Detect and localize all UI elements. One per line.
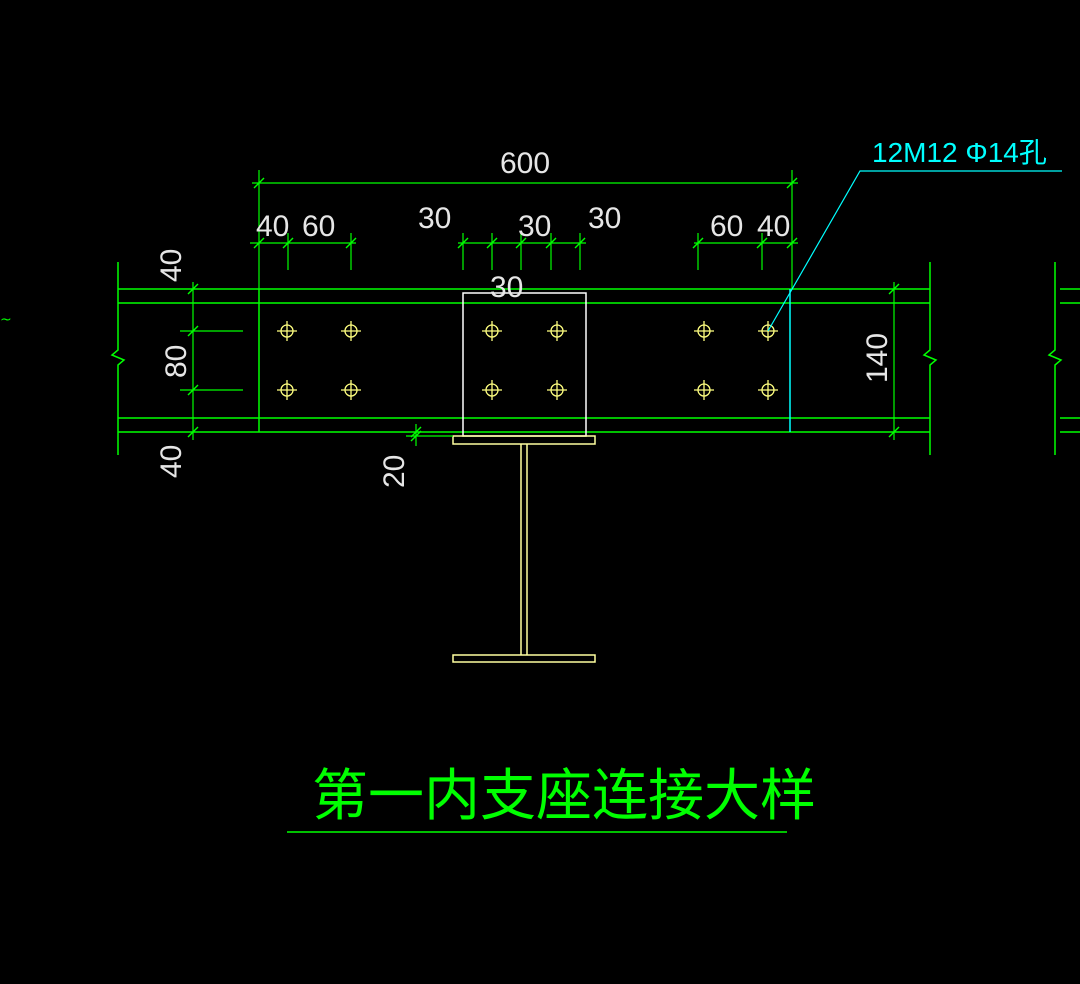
bolt-hole-icon bbox=[547, 380, 567, 400]
dim-600-text: 600 bbox=[500, 147, 550, 180]
dimension-ticks bbox=[187, 177, 900, 442]
beam bbox=[110, 262, 1080, 455]
dim-20-text: 20 bbox=[378, 455, 411, 488]
dim-center-left-30-text: 30 bbox=[418, 202, 451, 235]
dim-left-40-text: 40 bbox=[256, 210, 289, 243]
bolt-hole-icon bbox=[277, 321, 297, 341]
dimension-tick bbox=[282, 237, 294, 249]
dimension-tick bbox=[410, 426, 422, 438]
bolt-hole-icon bbox=[758, 380, 778, 400]
edge-mark: ~ bbox=[0, 312, 12, 328]
dimension-tick bbox=[786, 177, 798, 189]
bolt-group bbox=[277, 321, 778, 400]
bolt-hole-icon bbox=[694, 380, 714, 400]
bolt-hole-icon bbox=[694, 321, 714, 341]
dim-vertical-bottom-40-text: 40 bbox=[155, 445, 188, 478]
break-line-left bbox=[110, 262, 126, 455]
dim-left-60-text: 60 bbox=[302, 210, 335, 243]
dimension-tick bbox=[786, 237, 798, 249]
bolt-hole-icon bbox=[277, 380, 297, 400]
dimension-tick bbox=[410, 430, 422, 442]
bolt-leader-line bbox=[767, 170, 1062, 332]
i-beam-bottom-flange bbox=[452, 654, 596, 663]
dimension-tick bbox=[545, 237, 557, 249]
dimension-tick bbox=[888, 426, 900, 438]
dimension-tick bbox=[187, 426, 199, 438]
dimension-tick bbox=[574, 237, 586, 249]
dim-center-right-30-text: 30 bbox=[588, 202, 621, 235]
drawing-title: 第一内支座连接大样 bbox=[312, 764, 816, 829]
adjacent-break-line bbox=[1047, 262, 1063, 455]
dimension-tick bbox=[692, 237, 704, 249]
dimension-tick bbox=[888, 283, 900, 295]
dim-right-60-text: 60 bbox=[710, 210, 743, 243]
bolt-hole-icon bbox=[482, 380, 502, 400]
bolt-hole-icon bbox=[547, 321, 567, 341]
dim-vertical-80-text: 80 bbox=[160, 345, 193, 378]
dim-vertical-top-40-text: 40 bbox=[155, 249, 188, 282]
dim-vertical-140-text: 140 bbox=[861, 333, 894, 383]
bolt-spec-note: 12M12 Φ14孔 bbox=[872, 137, 1047, 168]
dimensions bbox=[180, 170, 895, 446]
support-i-beam bbox=[452, 435, 596, 663]
dim-center-mid-30-text: 30 bbox=[518, 210, 551, 243]
bolt-hole-icon bbox=[341, 380, 361, 400]
dimension-tick bbox=[253, 237, 265, 249]
dimension-tick bbox=[345, 237, 357, 249]
bolt-hole-icon bbox=[482, 321, 502, 341]
dim-right-40-text: 40 bbox=[757, 210, 790, 243]
dimension-tick bbox=[756, 237, 768, 249]
dimension-tick bbox=[187, 384, 199, 396]
dimension-tick bbox=[253, 177, 265, 189]
support-plate bbox=[462, 292, 587, 437]
dimension-tick bbox=[515, 237, 527, 249]
bolt-hole-icon bbox=[341, 321, 361, 341]
dimension-tick bbox=[486, 237, 498, 249]
break-line-right bbox=[922, 262, 938, 455]
dimension-tick bbox=[457, 237, 469, 249]
dimension-tick bbox=[187, 325, 199, 337]
dimension-tick bbox=[187, 283, 199, 295]
i-beam-top-flange bbox=[452, 435, 596, 445]
dim-center-under-30-text: 30 bbox=[490, 271, 523, 304]
